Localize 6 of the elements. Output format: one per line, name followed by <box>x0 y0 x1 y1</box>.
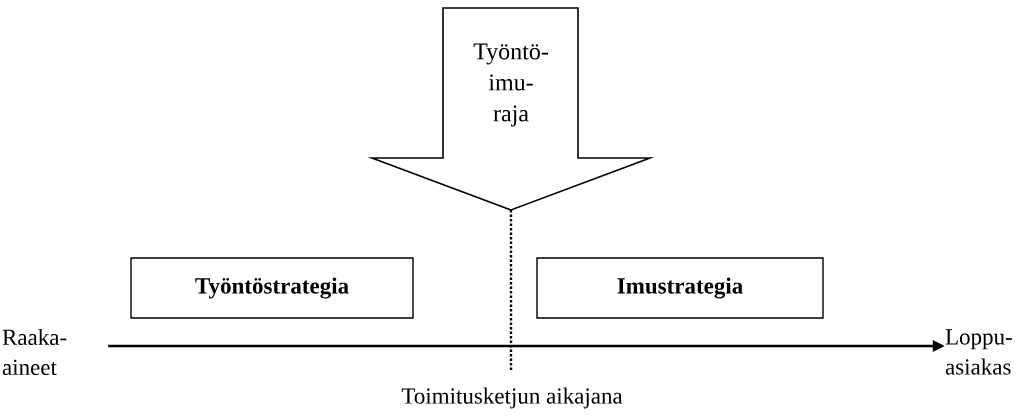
dotted-line <box>509 210 513 372</box>
strategy-box: Työntöstrategia <box>130 257 414 319</box>
strategy-box: Imustrategia <box>536 257 824 319</box>
endpoint-label: Raaka- aineet <box>2 328 67 376</box>
axis-label: Toimitusketjun aikajana <box>401 387 623 409</box>
endpoint-label: Loppu- asiakas <box>945 329 1012 375</box>
